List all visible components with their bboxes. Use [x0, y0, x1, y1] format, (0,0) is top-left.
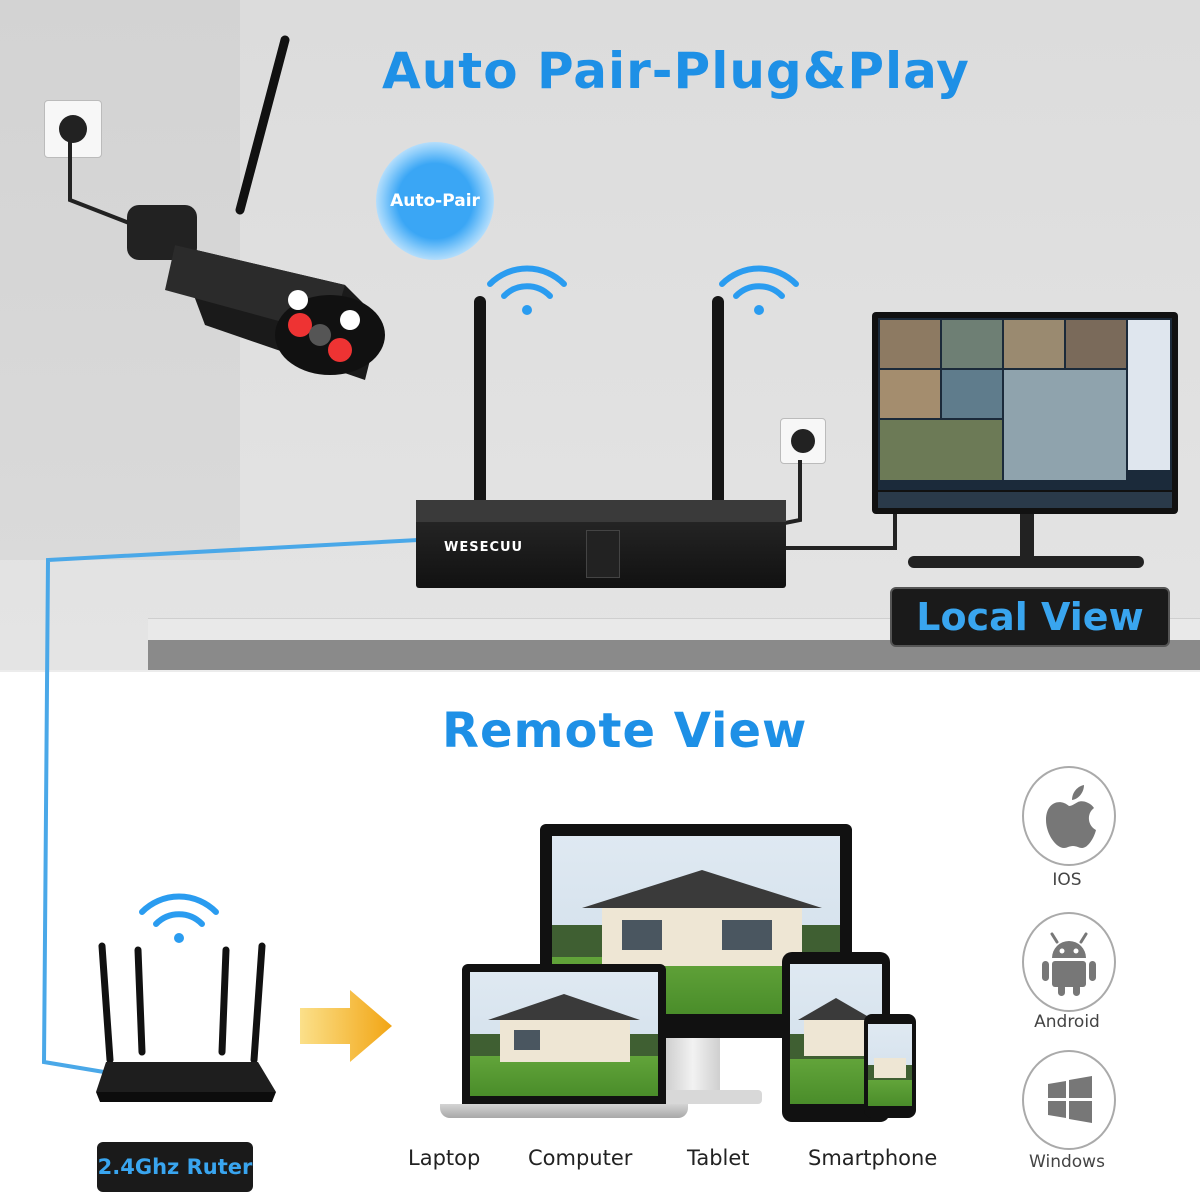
platform-label-android: Android: [1034, 1012, 1100, 1032]
windows-icon: [1048, 1076, 1092, 1123]
device-label-tablet: Tablet: [687, 1146, 750, 1170]
ios-badge: [1022, 766, 1116, 866]
router-label: 2.4Ghz Ruter: [97, 1142, 253, 1192]
router: [96, 942, 276, 1102]
monitor: [872, 312, 1178, 514]
wall-socket-left: [44, 100, 102, 158]
device-label-laptop: Laptop: [408, 1146, 481, 1170]
computer-stand: [666, 1038, 720, 1092]
monitor-stand: [1020, 514, 1034, 560]
apple-icon: [1046, 785, 1096, 848]
arrow-icon: [300, 990, 392, 1062]
wall-socket-right: [780, 418, 826, 464]
nvr-brand-label: WESECUU: [444, 540, 524, 555]
android-icon: [1042, 932, 1096, 996]
laptop-base: [440, 1104, 688, 1118]
platform-label-windows: Windows: [1029, 1152, 1105, 1172]
headline-remote-view: Remote View: [442, 703, 808, 759]
divider: [0, 670, 1200, 672]
device-label-computer: Computer: [528, 1146, 633, 1170]
device-label-smartphone: Smartphone: [808, 1146, 938, 1170]
platform-label-ios: IOS: [1052, 870, 1082, 890]
nvr-recorder: WESECUU: [416, 500, 786, 588]
wifi-icon-right: [719, 265, 799, 315]
auto-pair-label: Auto-Pair: [390, 191, 480, 211]
local-view-label: Local View: [890, 587, 1170, 647]
windows-badge: [1022, 1050, 1116, 1150]
smartphone: [864, 1014, 916, 1118]
nvr-antenna-left: [474, 296, 486, 506]
auto-pair-badge: Auto-Pair: [376, 142, 494, 260]
monitor-screen: [878, 318, 1172, 490]
bullet-camera: [127, 35, 385, 380]
router-wifi-icon: [139, 893, 219, 943]
android-badge: [1022, 912, 1116, 1012]
computer-monitor: [540, 824, 852, 1038]
headline-auto-pair-plug-play: Auto Pair-Plug&Play: [382, 42, 970, 100]
monitor-base: [908, 556, 1144, 568]
wifi-icon-left: [487, 265, 567, 315]
laptop-screen: [462, 964, 666, 1104]
nvr-antenna-right: [712, 296, 724, 506]
